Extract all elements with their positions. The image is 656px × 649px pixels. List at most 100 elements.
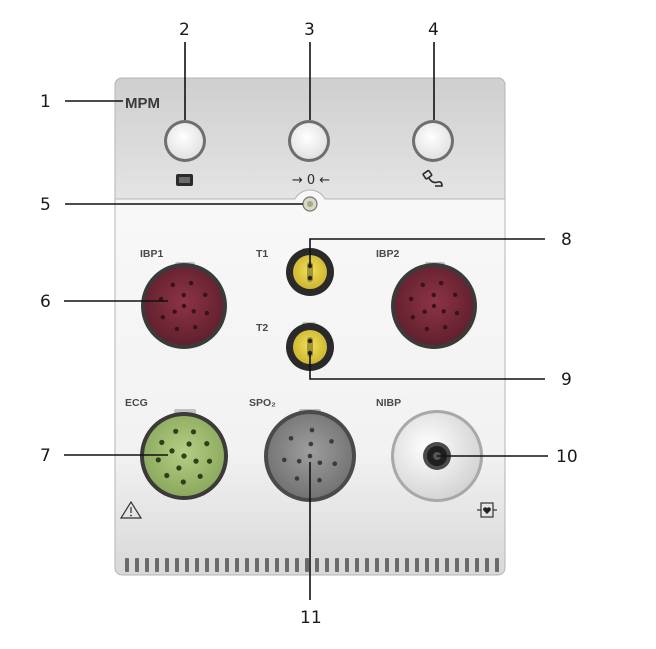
indicator-light <box>302 196 318 212</box>
ibp1-connector[interactable] <box>141 262 227 349</box>
connector-pin <box>193 325 198 330</box>
connector-pin <box>172 309 177 314</box>
connector-pin <box>181 453 187 459</box>
connector-pin <box>155 457 161 463</box>
callout-11: 11 <box>300 608 322 628</box>
connector-pin <box>204 310 210 316</box>
grip-ridge <box>215 558 219 572</box>
grip-ridge <box>385 558 389 572</box>
grip-ridge <box>265 558 269 572</box>
grip-ridge <box>285 558 289 572</box>
connector-pin <box>174 326 180 332</box>
callout-6: 6 <box>40 292 51 312</box>
connector-pin <box>160 315 165 320</box>
grip-ridge <box>275 558 279 572</box>
grip-ridge <box>255 558 259 572</box>
grip-ridge <box>365 558 369 572</box>
t2-connector[interactable] <box>286 322 334 371</box>
grip-ridge <box>195 558 199 572</box>
model-label: MPM <box>125 95 160 112</box>
grip-ridge <box>235 558 239 572</box>
grip-ridge <box>135 558 139 572</box>
ecg-connector[interactable] <box>140 409 228 500</box>
callout-4: 4 <box>428 20 439 40</box>
callout-3: 3 <box>304 20 315 40</box>
screen-button[interactable] <box>164 120 206 162</box>
connector-pin <box>294 476 300 481</box>
connector-pin <box>424 326 430 332</box>
warning-triangle-icon <box>119 500 143 519</box>
grip-ridge <box>335 558 339 572</box>
callout-7: 7 <box>40 446 51 466</box>
grip-ridge <box>375 558 379 572</box>
grip-ridge <box>345 558 349 572</box>
connector-pin <box>158 296 164 302</box>
connector-pin <box>308 441 314 447</box>
connector-pin <box>197 473 203 479</box>
nibp-start-icon <box>422 169 443 187</box>
t1-label: T1 <box>256 248 268 260</box>
grip-ridge <box>155 558 159 572</box>
connector-pin <box>170 282 175 287</box>
connector-pin <box>329 439 334 444</box>
connector-pin <box>190 429 197 435</box>
callout-8: 8 <box>561 230 572 250</box>
connector-pin <box>186 441 192 447</box>
grip-ridge <box>295 558 299 572</box>
grip-ridge <box>405 558 409 572</box>
zero-icon: → 0 ← <box>292 173 330 188</box>
grip-ridge <box>435 558 439 572</box>
nibp-label: NIBP <box>376 397 401 409</box>
connector-pin <box>204 441 210 447</box>
connector-pin <box>176 465 182 471</box>
grip-ridge <box>245 558 249 572</box>
callout-5: 5 <box>40 195 51 215</box>
defib-proof-heart-icon <box>477 502 497 518</box>
connector-pin <box>193 458 199 464</box>
connector-pin <box>173 428 179 434</box>
grip-ridge <box>305 558 309 572</box>
ibp2-connector[interactable] <box>391 262 477 349</box>
connector-pin <box>282 457 287 463</box>
grip-ridge <box>455 558 459 572</box>
grip-ridge <box>475 558 479 572</box>
grip-ridge <box>445 558 449 572</box>
ecg-label: ECG <box>125 397 148 409</box>
ibp1-label: IBP1 <box>140 248 164 260</box>
grip-ridge <box>175 558 179 572</box>
connector-pin <box>309 427 315 433</box>
connector-pin <box>408 296 414 302</box>
spo2-connector[interactable] <box>264 409 356 502</box>
connector-pin <box>191 309 196 314</box>
connector-pin <box>410 315 415 320</box>
connector-pin <box>317 460 323 466</box>
connector-pin <box>431 292 436 298</box>
callout-1: 1 <box>40 92 51 112</box>
connector-pin <box>296 458 302 464</box>
grip-ridge <box>125 558 129 572</box>
grip-ridge <box>395 558 399 572</box>
grip-ridge <box>485 558 489 572</box>
connector-pin <box>288 436 294 441</box>
connector-pin <box>438 280 444 286</box>
connector-pin <box>332 461 338 467</box>
connector-pin <box>431 303 437 309</box>
nibp-start-button[interactable] <box>412 120 454 162</box>
zero-button[interactable] <box>288 120 330 162</box>
callout-2: 2 <box>179 20 190 40</box>
connector-pin <box>317 477 322 483</box>
grip-ridge <box>495 558 499 572</box>
grip-ridge <box>355 558 359 572</box>
grip-ridge <box>325 558 329 572</box>
callout-9: 9 <box>561 370 572 390</box>
connector-pin <box>422 309 427 314</box>
ibp2-label: IBP2 <box>376 248 400 260</box>
callout-10: 10 <box>556 447 578 467</box>
grip-ridges <box>125 558 499 572</box>
grip-ridge <box>465 558 469 572</box>
connector-pin <box>454 310 460 316</box>
spo2-label: SPO₂ <box>249 397 276 409</box>
t2-label: T2 <box>256 322 268 334</box>
grip-ridge <box>145 558 149 572</box>
